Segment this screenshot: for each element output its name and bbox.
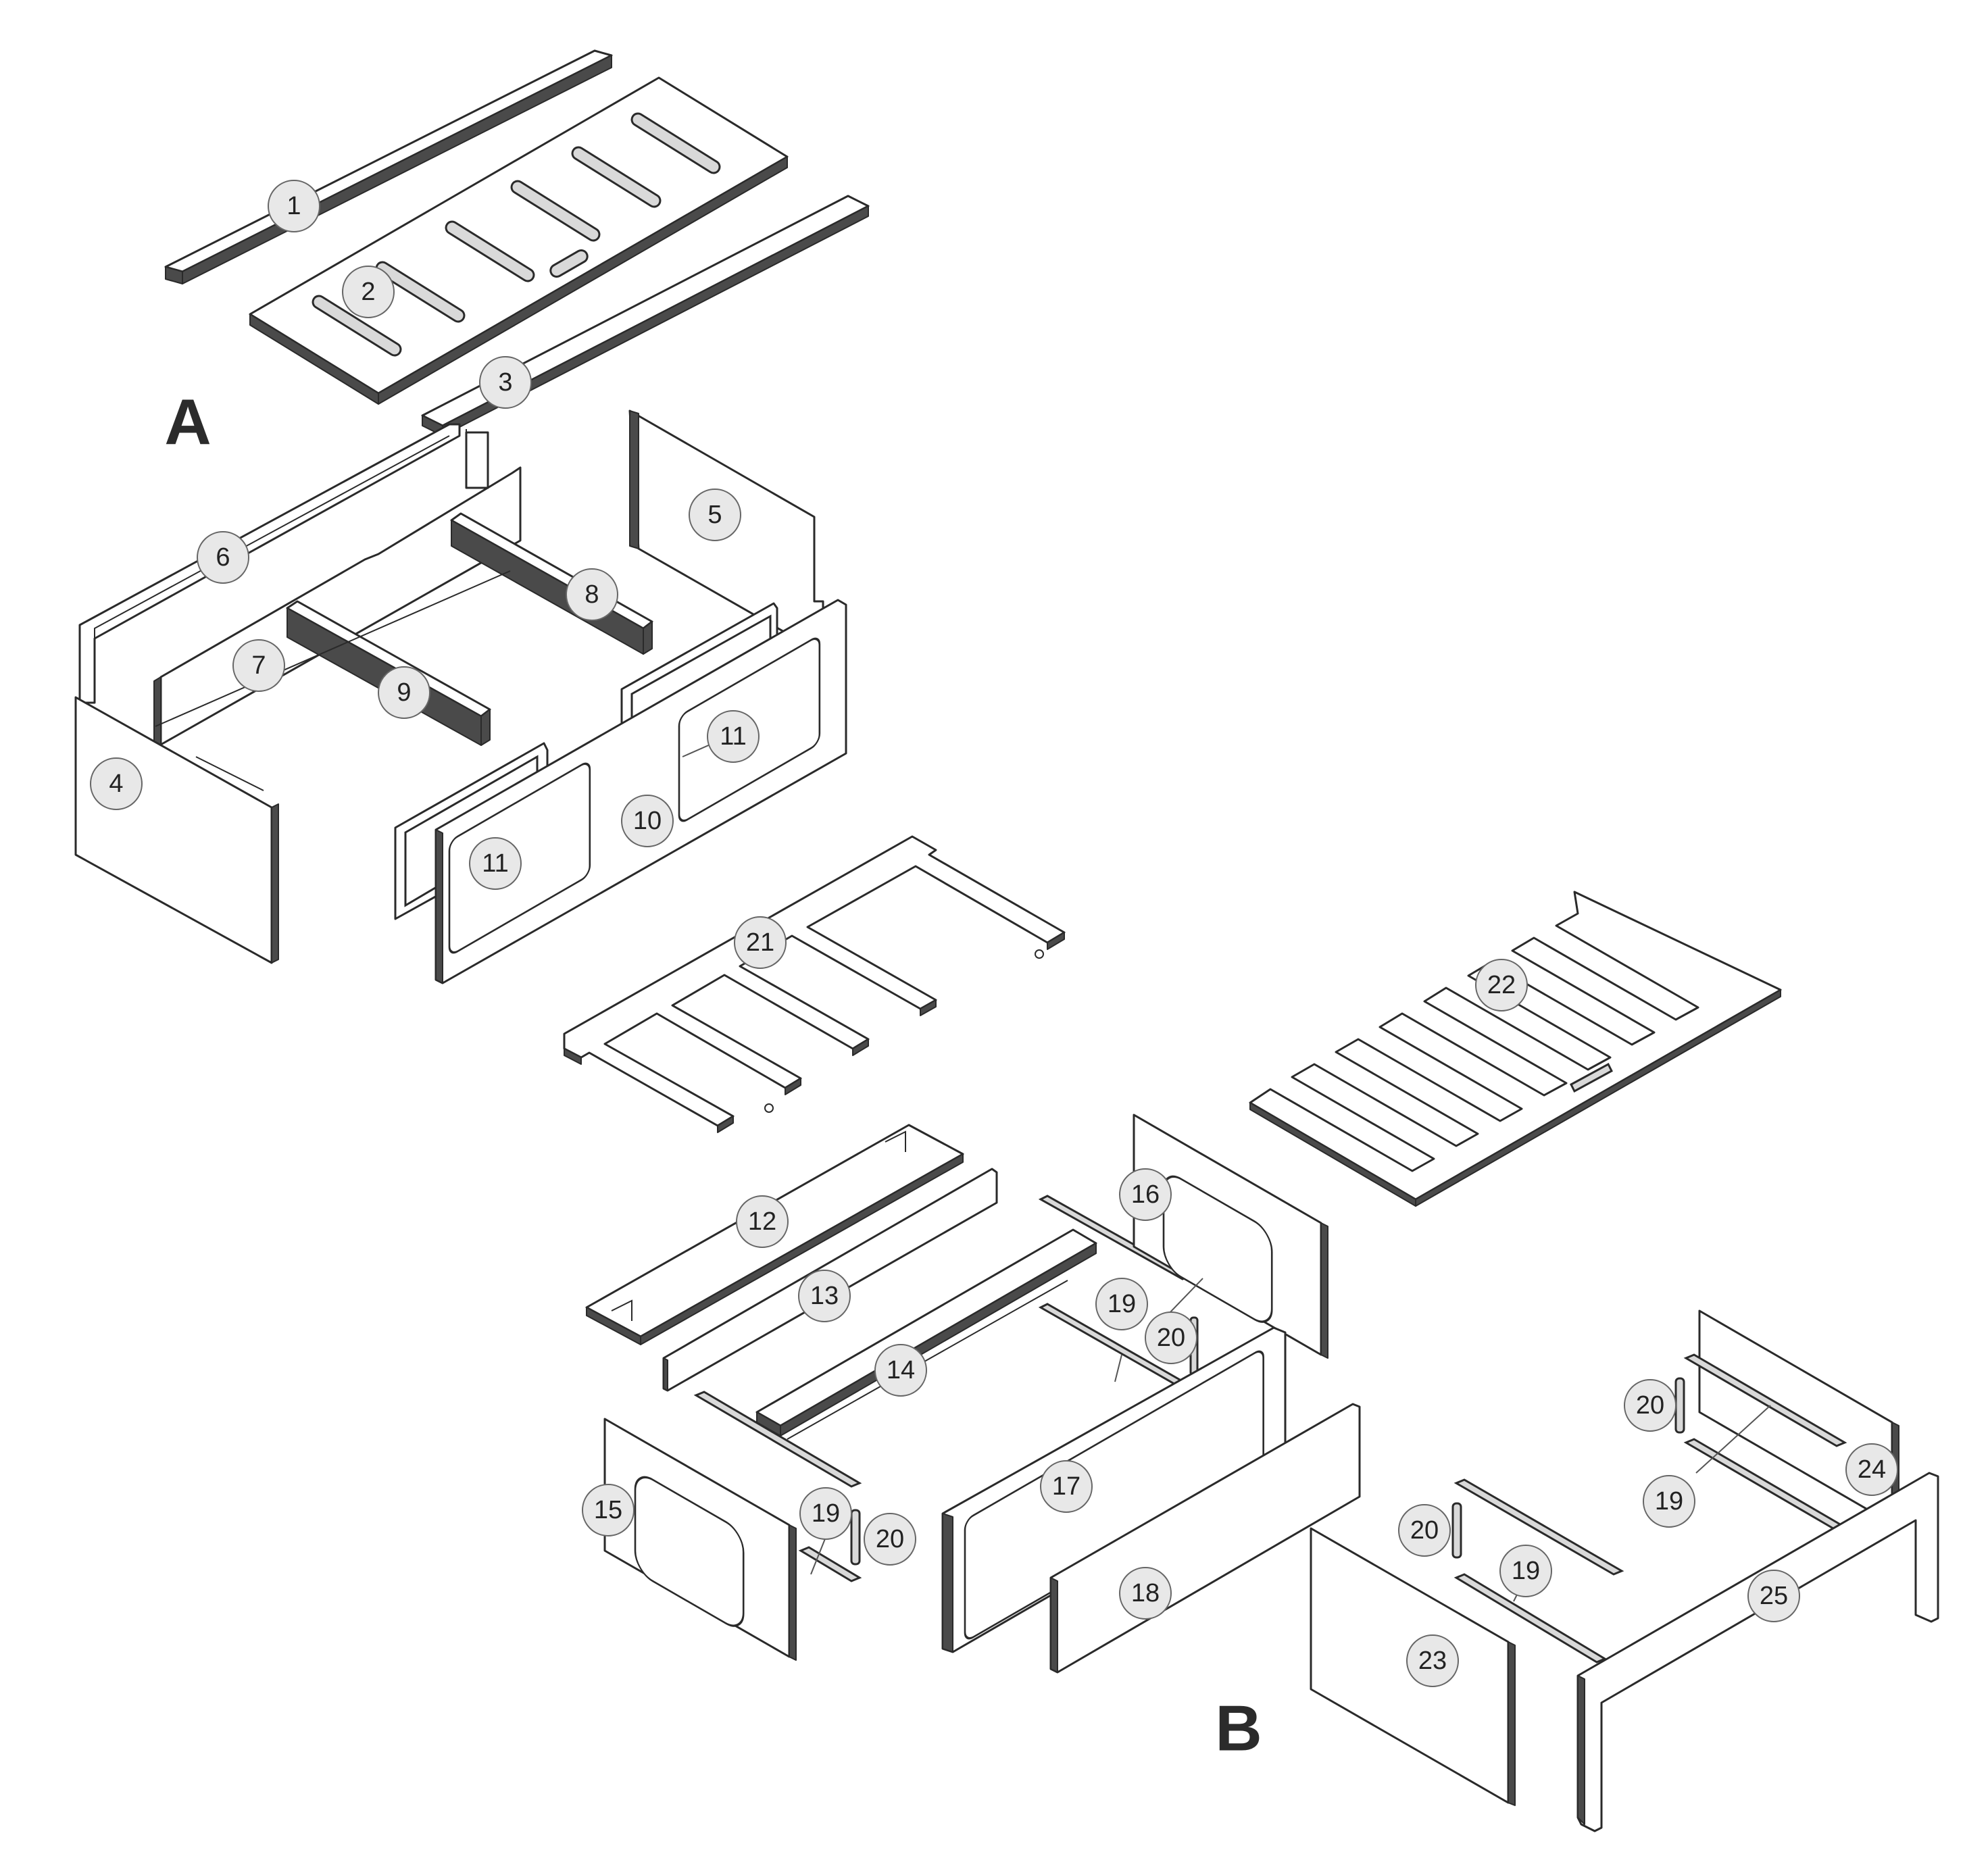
callout-part-22: 22 bbox=[1475, 959, 1528, 1011]
callout-part-19-right: 19 bbox=[1499, 1545, 1552, 1597]
part-19-rail-right-lower bbox=[1453, 1573, 1608, 1664]
callout-part-25: 25 bbox=[1747, 1570, 1800, 1622]
callout-part-10: 10 bbox=[621, 795, 674, 847]
svg-text:20: 20 bbox=[876, 1525, 904, 1553]
svg-text:19: 19 bbox=[812, 1499, 840, 1528]
callout-part-20-left: 20 bbox=[864, 1513, 916, 1566]
svg-text:19: 19 bbox=[1512, 1557, 1540, 1585]
panel-2-slots bbox=[312, 112, 721, 357]
callout-part-17: 17 bbox=[1040, 1460, 1093, 1513]
svg-text:20: 20 bbox=[1157, 1324, 1185, 1352]
part-21-hole-1 bbox=[1035, 949, 1044, 959]
callout-part-19-left: 19 bbox=[799, 1487, 852, 1540]
part-22-end-block bbox=[1570, 1062, 1613, 1093]
middle-guide-line bbox=[787, 1280, 1068, 1440]
svg-text:15: 15 bbox=[594, 1496, 622, 1524]
part-4-end-panel bbox=[74, 696, 279, 964]
callout-part-7: 7 bbox=[232, 639, 285, 692]
part-21-hole-2 bbox=[764, 1103, 774, 1113]
svg-text:10: 10 bbox=[633, 807, 662, 835]
callout-part-11-left: 11 bbox=[469, 837, 522, 890]
callout-part-15: 15 bbox=[582, 1484, 635, 1536]
section-label-b: B bbox=[1215, 1693, 1262, 1765]
callout-part-8: 8 bbox=[566, 568, 618, 621]
part-20-post-right bbox=[1451, 1502, 1462, 1559]
svg-text:4: 4 bbox=[109, 770, 123, 798]
callout-part-21: 21 bbox=[734, 916, 787, 969]
assembly-b bbox=[563, 835, 1939, 1832]
assembly-a-corner-post bbox=[465, 431, 489, 489]
callout-part-11-right: 11 bbox=[707, 710, 760, 763]
svg-text:13: 13 bbox=[810, 1282, 839, 1310]
part-22-slatted-base bbox=[1249, 891, 1782, 1207]
part-20-post-far-right bbox=[1674, 1377, 1685, 1434]
callout-part-20-far-right: 20 bbox=[1624, 1379, 1676, 1432]
callout-part-13: 13 bbox=[798, 1270, 851, 1322]
svg-text:18: 18 bbox=[1131, 1579, 1160, 1607]
svg-text:25: 25 bbox=[1760, 1582, 1788, 1610]
section-label-a: A bbox=[164, 386, 211, 459]
part-3-rail bbox=[421, 195, 870, 474]
svg-text:5: 5 bbox=[707, 501, 722, 529]
svg-text:9: 9 bbox=[397, 678, 411, 707]
svg-text:19: 19 bbox=[1108, 1290, 1136, 1318]
callout-part-19-middle: 19 bbox=[1095, 1278, 1148, 1330]
part-21-slatted-base bbox=[563, 835, 1066, 1133]
callout-part-9: 9 bbox=[378, 666, 430, 719]
svg-text:11: 11 bbox=[720, 722, 746, 751]
callout-part-14: 14 bbox=[874, 1344, 927, 1397]
svg-text:21: 21 bbox=[746, 928, 774, 957]
assembly-a bbox=[74, 49, 870, 984]
svg-text:1: 1 bbox=[287, 192, 301, 220]
svg-text:16: 16 bbox=[1131, 1180, 1160, 1209]
floor-guide-line-1 bbox=[155, 570, 511, 727]
svg-text:22: 22 bbox=[1487, 971, 1516, 999]
svg-text:3: 3 bbox=[498, 368, 512, 397]
part-2-slotted-top-panel bbox=[249, 76, 789, 405]
svg-text:7: 7 bbox=[251, 651, 266, 680]
svg-text:23: 23 bbox=[1418, 1647, 1447, 1675]
callout-part-2: 2 bbox=[342, 266, 395, 318]
callout-part-24: 24 bbox=[1845, 1443, 1898, 1496]
callout-part-1: 1 bbox=[268, 180, 320, 232]
callout-part-18: 18 bbox=[1119, 1567, 1172, 1620]
svg-text:20: 20 bbox=[1410, 1516, 1439, 1545]
callouts: 1 2 3 4 5 6 7 8 9 10 11 11 12 13 14 15 1… bbox=[90, 180, 1898, 1687]
callout-part-5: 5 bbox=[689, 489, 741, 541]
svg-text:2: 2 bbox=[361, 278, 375, 306]
svg-text:8: 8 bbox=[585, 580, 599, 609]
part-19-rail-left-upper bbox=[693, 1391, 862, 1488]
callout-part-20-right: 20 bbox=[1398, 1504, 1451, 1557]
part-20-post-left bbox=[850, 1509, 861, 1566]
callout-part-6: 6 bbox=[197, 531, 249, 584]
callout-part-19-far-right: 19 bbox=[1643, 1475, 1695, 1528]
part-19-rail-far-right-upper bbox=[1683, 1353, 1847, 1447]
part-14-rail bbox=[755, 1228, 1097, 1436]
part-17-front-frame bbox=[941, 1326, 1287, 1653]
callout-part-3: 3 bbox=[479, 356, 532, 409]
svg-text:14: 14 bbox=[887, 1356, 915, 1384]
svg-text:11: 11 bbox=[482, 849, 508, 878]
part-15-end-frame bbox=[603, 1418, 797, 1661]
svg-text:20: 20 bbox=[1636, 1391, 1664, 1420]
svg-text:12: 12 bbox=[748, 1207, 776, 1236]
svg-text:24: 24 bbox=[1858, 1455, 1886, 1484]
callout-part-4: 4 bbox=[90, 757, 143, 810]
callout-part-20-middle: 20 bbox=[1145, 1311, 1197, 1364]
svg-text:6: 6 bbox=[216, 543, 230, 572]
callout-part-23: 23 bbox=[1406, 1634, 1459, 1687]
callout-part-12: 12 bbox=[736, 1195, 789, 1248]
callout-part-16: 16 bbox=[1119, 1168, 1172, 1221]
part-19-rail-left-lower bbox=[798, 1546, 862, 1582]
svg-text:19: 19 bbox=[1655, 1487, 1683, 1516]
floor-guide-line-2 bbox=[195, 756, 264, 791]
part-25-leg-frame bbox=[1576, 1472, 1939, 1832]
svg-text:17: 17 bbox=[1052, 1472, 1080, 1501]
part-19-rail-right-upper bbox=[1453, 1478, 1624, 1576]
